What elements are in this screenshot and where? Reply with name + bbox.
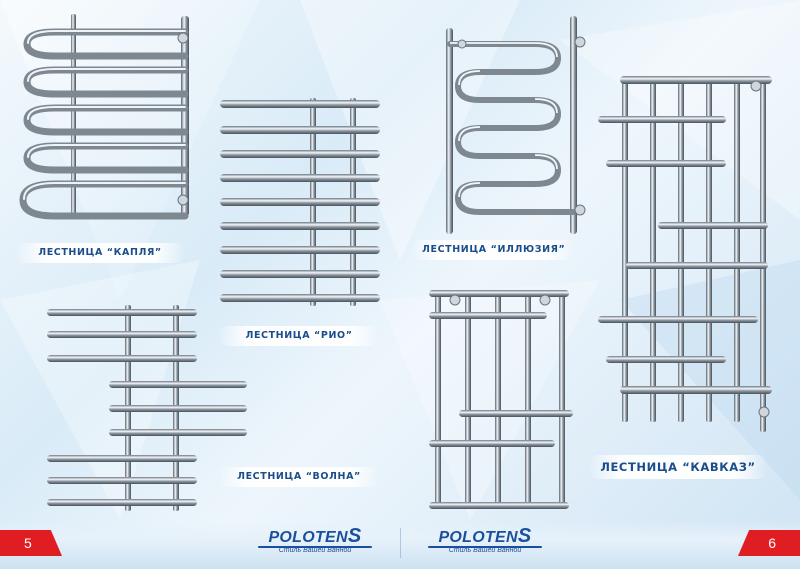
product-rio[interactable] — [218, 98, 383, 308]
brand-name: POLOTEN — [438, 529, 518, 546]
label-kavkaz: ЛЕСТНИЦА “КАВКАЗ” — [588, 455, 768, 479]
page-number-left: 5 — [0, 530, 62, 556]
towel-rail-rio-image — [220, 98, 380, 306]
product-volna[interactable] — [45, 305, 250, 515]
brand-name: POLOTEN — [268, 529, 348, 546]
product-kavkaz[interactable] — [596, 72, 780, 436]
spread-divider — [400, 528, 401, 558]
towel-rail-volna-image — [47, 305, 247, 511]
brand-name-tail: S — [347, 525, 362, 547]
brand-logo-left: POLOTENS Стиль Вашей Ванной — [250, 525, 380, 558]
footer-band — [0, 520, 800, 569]
label-volna: ЛЕСТНИЦА “ВОЛНА” — [218, 467, 380, 487]
label-rio: ЛЕСТНИЦА “РИО” — [218, 326, 380, 346]
logo-underline — [428, 546, 542, 548]
towel-rail-illuziya-image — [446, 16, 586, 234]
towel-rail-kavkaz-image — [598, 76, 772, 432]
product-kaplya[interactable] — [15, 10, 200, 230]
page-number-right: 6 — [738, 530, 800, 556]
towel-rail-kaplya-image — [19, 14, 189, 220]
product-illuziya[interactable] — [440, 14, 590, 236]
brand-tagline: Стиль Вашей Ванной — [278, 547, 352, 554]
brand-name-tail: S — [517, 525, 532, 547]
brand-tagline: Стиль Вашей Ванной — [448, 547, 522, 554]
towel-rail-bottom-rack-image — [429, 290, 573, 509]
brand-logo-right: POLOTENS Стиль Вашей Ванной — [420, 525, 550, 558]
label-kaplya: ЛЕСТНИЦА “КАПЛЯ” — [15, 243, 185, 263]
product-bottom-rack[interactable] — [425, 288, 575, 518]
label-illuziya: ЛЕСТНИЦА “ИЛЛЮЗИЯ” — [410, 240, 575, 260]
logo-underline — [258, 546, 372, 548]
